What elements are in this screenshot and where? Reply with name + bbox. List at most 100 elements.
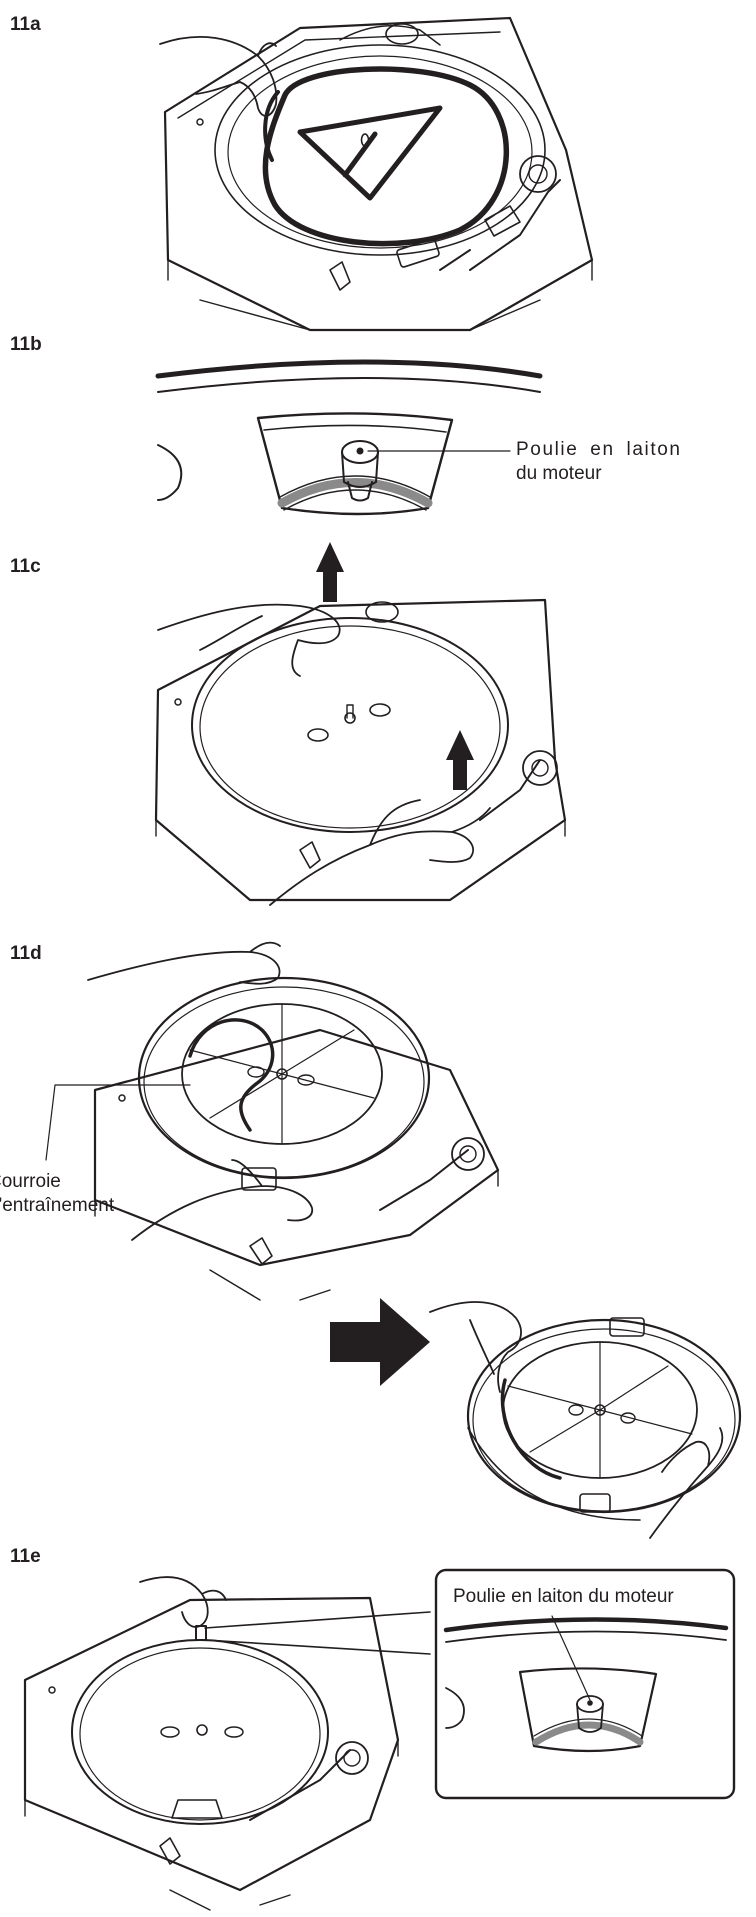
counterweight-inner-11e — [343, 1749, 361, 1767]
pulley-callout-line1: Poulie en laiton — [516, 439, 682, 460]
finger-pad-bottom-detail — [579, 1493, 611, 1513]
counterweight-11a — [519, 155, 557, 193]
spindle-hole-11a — [360, 133, 370, 147]
drive-belt-11d — [188, 1018, 275, 1132]
base-front-11a — [199, 299, 541, 331]
turntable-base-11d — [93, 1028, 500, 1267]
hand-bottom-11c — [269, 799, 491, 906]
tonearm-11a — [439, 179, 561, 271]
base-side-11a — [167, 259, 593, 281]
base-front-11d — [209, 1269, 331, 1301]
platter-hole-left-11d — [247, 1066, 265, 1078]
platter-arc-thick-11b — [155, 359, 543, 379]
hand-top-11d — [87, 941, 281, 985]
pulley-body-11b — [341, 451, 379, 502]
platter-hole-left-detail — [568, 1404, 584, 1416]
inset-leader-bottom-11e — [204, 1639, 431, 1655]
figure-11d-detail — [429, 1301, 742, 1539]
platter-hole-right-11c — [369, 703, 391, 717]
counterweight-11c — [522, 750, 558, 786]
inset-pulley-center — [587, 1700, 593, 1706]
triangle-label-11a — [297, 105, 443, 201]
cue-lever-11c — [299, 841, 321, 869]
corner-knob-11a — [385, 23, 419, 45]
platter-arc-thin-11b — [157, 377, 541, 393]
belt-outline-11b — [279, 475, 431, 511]
tonearm-11c — [479, 759, 541, 821]
step-label-11c: 11c — [10, 556, 41, 577]
inset-platter-arc-thick — [443, 1617, 729, 1633]
adjacent-hole-11b — [157, 444, 183, 501]
platter-hole-right-11e — [224, 1726, 244, 1738]
corner-knob-11c — [365, 601, 399, 623]
base-screw-11e — [48, 1686, 56, 1694]
inset-adjacent-hole — [445, 1687, 465, 1729]
hand-11e — [139, 1576, 227, 1628]
platter-outer-rim-11d — [143, 986, 425, 1178]
arm-rest-11a — [484, 205, 521, 237]
up-arrow-left-11c — [316, 542, 344, 602]
figure-11a — [159, 16, 594, 332]
platter-spokes-detail — [507, 1341, 693, 1479]
platter-edge-11c — [191, 617, 509, 833]
base-screw-11c — [174, 698, 182, 706]
base-side-11e — [24, 1739, 399, 1817]
finger-pad-11e — [171, 1799, 223, 1819]
step-label-11d: 11d — [10, 943, 42, 964]
figure-11b — [155, 359, 543, 516]
counterweight-11e — [335, 1741, 369, 1775]
platter-hole-left-11e — [160, 1726, 180, 1738]
leader-line-11d — [45, 1084, 191, 1161]
platter-outer-11d — [137, 976, 431, 1180]
figure-11c — [154, 542, 567, 906]
step-label-11e: 11e — [10, 1546, 41, 1567]
cue-lever-11a — [329, 261, 351, 291]
spindle-post-11c — [346, 704, 354, 719]
platter-hole-right-11d — [297, 1074, 315, 1086]
cue-lever-11d — [249, 1237, 273, 1265]
belt-callout-line1: Courroie — [0, 1171, 61, 1192]
tonearm-11d — [379, 1149, 469, 1211]
inset-pulley-callout: Poulie en laiton du moteur — [453, 1586, 674, 1607]
finger-pad-11d — [241, 1167, 277, 1191]
hand-bottom-11d — [131, 1159, 314, 1241]
platter-spokes-11d — [189, 1003, 375, 1145]
inset-drive-belt — [532, 1721, 644, 1746]
base-screw-11d — [118, 1094, 126, 1102]
figure-11d — [45, 941, 500, 1301]
hub-detail — [594, 1404, 606, 1416]
drive-belt-detail — [500, 1378, 562, 1480]
inset-leader-line — [551, 1615, 591, 1701]
headshell-11a — [396, 238, 440, 268]
platter-rim-11c — [199, 625, 501, 829]
housing-lip-11b — [263, 424, 447, 433]
hand-top-11c — [157, 603, 341, 677]
platter-lower-edge-detail — [467, 1427, 641, 1521]
platter-edge-11a — [214, 44, 546, 256]
inset-platter-arc-thin — [445, 1630, 727, 1643]
base-side-11c — [155, 819, 566, 837]
spindle-11c — [344, 712, 356, 724]
step-label-11b: 11b — [10, 334, 42, 355]
hand-detail-bottom — [649, 1427, 724, 1539]
inset-pulley-housing — [518, 1667, 658, 1753]
hand-detail-top — [429, 1301, 522, 1393]
hand-11a — [159, 35, 278, 117]
inset-frame-11e — [434, 1568, 736, 1800]
finger-pad-detail — [609, 1317, 645, 1337]
drive-belt-11b — [277, 478, 433, 508]
right-arrow-11d — [330, 1298, 430, 1386]
belt-pinch-11a — [263, 90, 280, 162]
pulley-housing-11b — [256, 412, 454, 516]
belt-callout-line2: d'entraînement — [0, 1195, 115, 1216]
platter-rim-11e — [79, 1647, 321, 1821]
cue-lever-11e — [159, 1837, 181, 1865]
platter-outer-rim-detail — [472, 1328, 736, 1512]
pulley-center-11b — [356, 447, 364, 455]
counterweight-inner-11c — [531, 759, 549, 777]
platter-hole-left-11c — [307, 728, 329, 742]
belt-loop-11a — [262, 66, 510, 247]
base-front-11e — [169, 1889, 291, 1911]
inset-leader-top-11e — [204, 1611, 431, 1629]
